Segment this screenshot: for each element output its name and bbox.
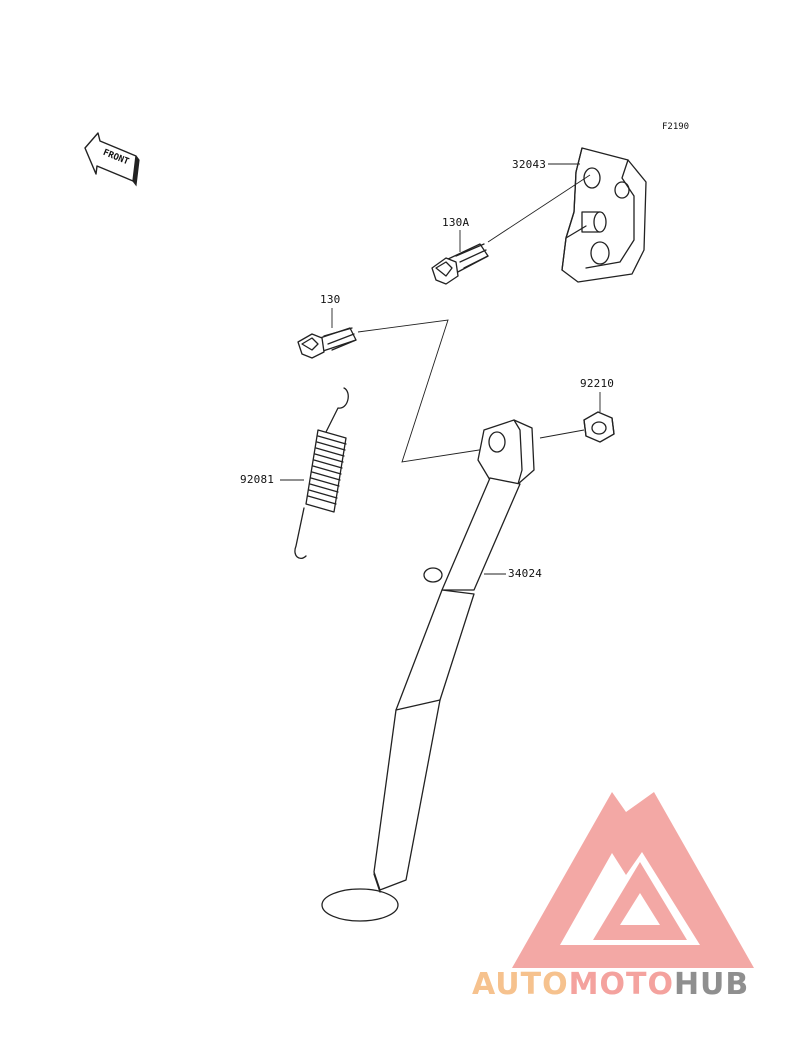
watermark-part2: MOTO [569,967,674,1002]
part-label-92210: 92210 [580,377,614,390]
watermark-part3: HUB [674,967,749,1002]
bolt-130 [297,327,357,359]
bolt-130a [431,174,591,285]
figure-id: F2190 [662,122,689,132]
watermark-part1: AUTO [472,967,569,1002]
part-label-34024: 34024 [508,567,542,580]
side-stand-34024 [321,419,535,922]
nut-92210 [583,411,615,443]
part-label-32043: 32043 [512,158,546,171]
watermark-text: AUTOMOTOHUB [472,967,749,1002]
spring-92081 [294,387,349,560]
watermark-logo-icon [512,792,754,968]
bracket-32043 [561,147,647,283]
part-label-92081: 92081 [240,473,274,486]
front-arrow-icon: FRONT [84,132,140,187]
part-label-130: 130 [320,293,340,306]
part-label-130a: 130A [442,216,469,229]
